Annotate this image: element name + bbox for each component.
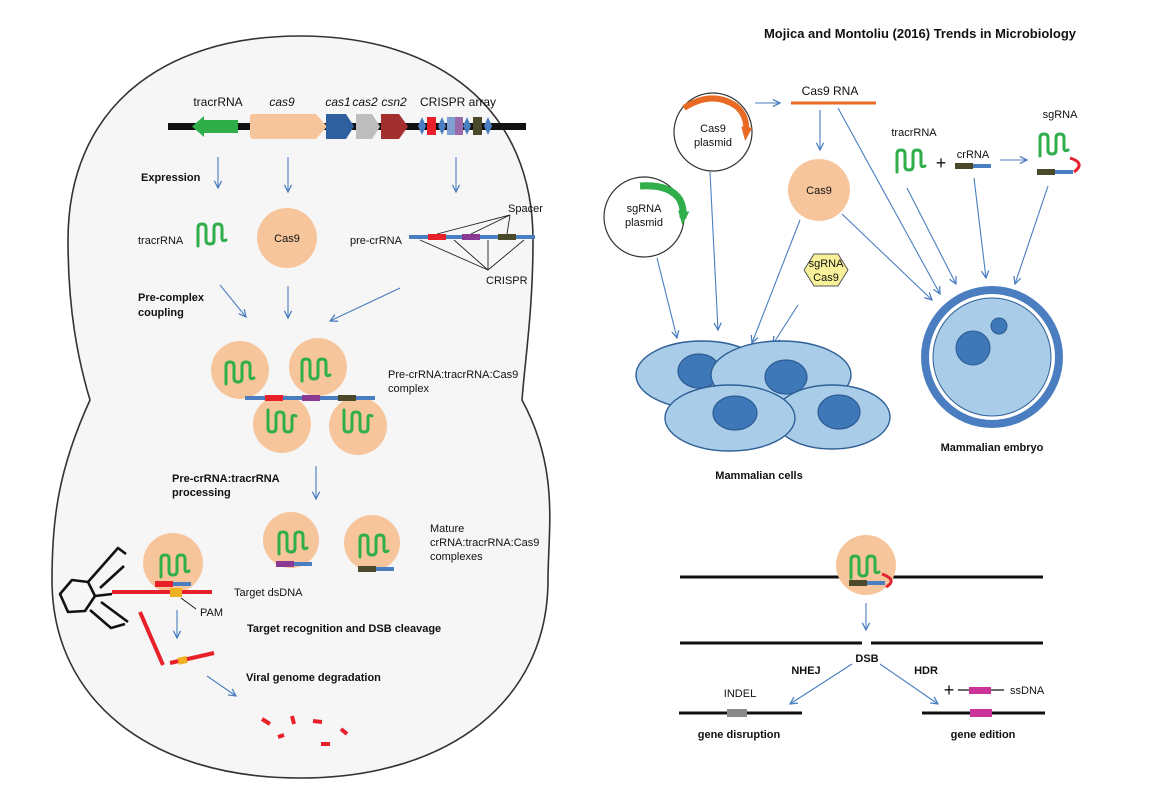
arrow-precrrna-coupling xyxy=(330,287,401,321)
label-ssdna: ssDNA xyxy=(1010,685,1045,697)
cas9-on-genome xyxy=(836,535,896,595)
label-mature-line2: crRNA:tracrRNA:Cas9 xyxy=(430,537,539,549)
label-nhej: NHEJ xyxy=(791,665,820,677)
label-tracrrna: tracrRNA xyxy=(138,235,184,247)
crrna-molecule xyxy=(955,163,991,169)
cas9-gene xyxy=(250,114,327,139)
crispr-array xyxy=(418,117,492,135)
label-indel: INDEL xyxy=(724,688,756,700)
label-complex-line2: complex xyxy=(388,383,429,395)
mature-complexes xyxy=(263,512,400,572)
arrow-nhej xyxy=(790,663,853,704)
step-degradation: Viral genome degradation xyxy=(246,672,381,684)
arrow-cas9-to-embryo xyxy=(841,213,932,300)
degraded-dna-pieces xyxy=(260,715,349,746)
label-tracrrna-engineered: tracrRNA xyxy=(891,127,937,139)
locus-label-tracrrna: tracrRNA xyxy=(193,95,242,109)
arrow-tracr-coupling xyxy=(219,284,246,317)
ssdna-template xyxy=(958,687,1004,694)
label-target-dsdna: Target dsDNA xyxy=(234,587,303,599)
cas2-gene xyxy=(356,114,380,139)
label-gene-disruption: gene disruption xyxy=(698,729,781,741)
disrupted-gene xyxy=(679,709,802,717)
arrow-hdr xyxy=(879,663,938,704)
label-cas9-engineered: Cas9 xyxy=(806,185,832,197)
plus-ssdna: + xyxy=(944,680,955,700)
mammalian-embryo xyxy=(921,286,1063,428)
tracrrna-engineered xyxy=(895,148,927,174)
label-mammalian-embryo: Mammalian embryo xyxy=(941,442,1044,454)
label-gene-edition: gene edition xyxy=(951,729,1016,741)
step-processing-line1: Pre-crRNA:tracrRNA xyxy=(172,473,280,485)
sgrna-plasmid-line1: sgRNA xyxy=(627,203,663,215)
label-crrna: crRNA xyxy=(957,149,990,161)
csn2-gene xyxy=(381,114,408,139)
pre-crrna-molecule xyxy=(409,234,535,240)
pre-complex xyxy=(211,338,387,455)
mammalian-cells xyxy=(635,340,891,452)
label-dsb: DSB xyxy=(855,653,878,665)
step-precomplex-line1: Pre-complex xyxy=(138,292,205,304)
rnp-line1: sgRNA xyxy=(809,258,845,270)
plus-tracr-cr: + xyxy=(936,153,947,173)
sgrna-plasmid-line2: plasmid xyxy=(625,217,663,229)
cleaved-dna-fragments xyxy=(138,611,215,666)
arrow-rnp-to-cells xyxy=(773,304,799,344)
tracrrna-gene xyxy=(192,116,238,137)
rnp-line2: Cas9 xyxy=(813,272,839,284)
arrow-tracr-to-embryo xyxy=(906,187,956,284)
spacer-crispr-leader-lines xyxy=(419,214,525,271)
cas9-plasmid-line2: plasmid xyxy=(694,137,732,149)
label-cas9-rna: Cas9 RNA xyxy=(802,84,859,98)
target-dsdna xyxy=(112,588,212,597)
label-pam: PAM xyxy=(200,607,223,619)
locus-label-crispr-array: CRISPR array xyxy=(420,95,496,109)
edited-gene xyxy=(922,709,1045,717)
label-mammalian-cells: Mammalian cells xyxy=(715,470,802,482)
sgrna-plasmid xyxy=(603,176,690,258)
label-mature-line3: complexes xyxy=(430,551,483,563)
label-cas9: Cas9 xyxy=(274,233,300,245)
pam-leader-line xyxy=(180,597,197,610)
step-processing-line2: processing xyxy=(172,487,231,499)
sgrna-cas9-rnp xyxy=(803,253,849,287)
label-spacer: Spacer xyxy=(508,203,543,215)
cas9-plasmid-line1: Cas9 xyxy=(700,123,726,135)
locus-label-cas2: cas2 xyxy=(352,95,378,109)
arrow-sgrna-plasmid-to-cells xyxy=(656,257,677,338)
label-mature-line1: Mature xyxy=(430,523,464,535)
cas9-protein xyxy=(257,208,317,268)
step-precomplex-line2: coupling xyxy=(138,307,184,319)
step-expression: Expression xyxy=(141,172,201,184)
arrow-cas9-to-cells xyxy=(752,219,801,343)
label-crispr: CRISPR xyxy=(486,275,528,287)
arrow-crrna-to-embryo xyxy=(973,177,986,278)
phage xyxy=(58,546,129,630)
sgrna-molecule xyxy=(1037,132,1081,175)
arrow-sgrna-to-embryo xyxy=(1015,185,1049,284)
label-complex-line1: Pre-crRNA:tracrRNA:Cas9 xyxy=(388,369,518,381)
locus-label-cas9: cas9 xyxy=(269,95,295,109)
arrow-rna-to-embryo xyxy=(837,107,940,294)
crispr-locus xyxy=(168,114,526,139)
cas9-plasmid xyxy=(673,92,753,172)
step-target-recognition: Target recognition and DSB cleavage xyxy=(247,623,441,635)
label-hdr: HDR xyxy=(914,665,938,677)
label-pre-crrna: pre-crRNA xyxy=(350,235,403,247)
arrow-cas9-plasmid-to-cells xyxy=(709,171,718,330)
citation: Mojica and Montoliu (2016) Trends in Mic… xyxy=(764,26,1077,41)
label-sgrna: sgRNA xyxy=(1043,109,1079,121)
cas9-protein-engineered xyxy=(788,159,850,221)
locus-label-csn2: csn2 xyxy=(381,95,407,109)
locus-label-cas1: cas1 xyxy=(325,95,350,109)
target-recognition-complex xyxy=(143,533,203,593)
arrow-degradation xyxy=(206,675,236,696)
cas1-gene xyxy=(326,114,354,139)
